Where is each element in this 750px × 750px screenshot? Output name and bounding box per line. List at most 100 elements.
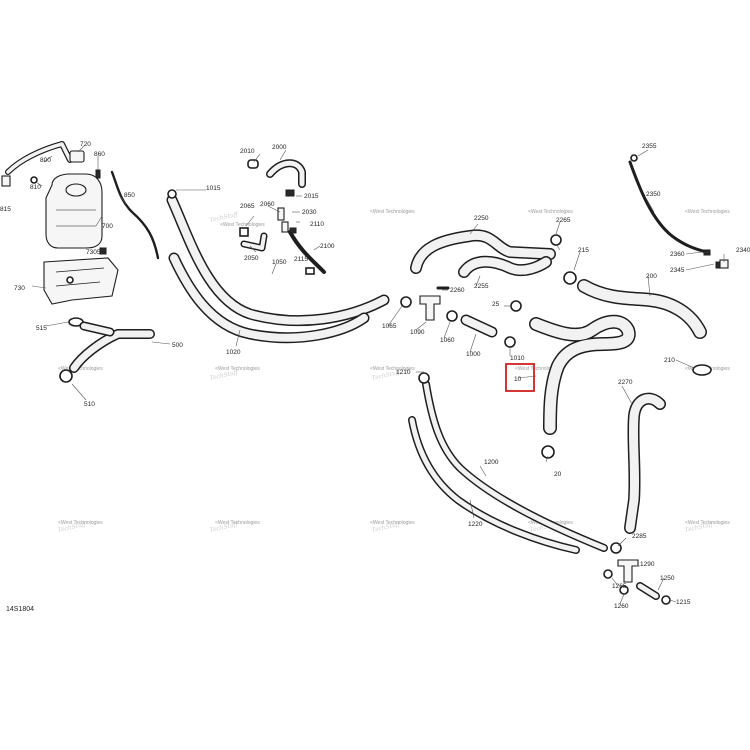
clamp-2110[interactable] xyxy=(289,227,297,234)
label-7305[interactable]: 7305 xyxy=(86,249,101,256)
label-1250[interactable]: 1250 xyxy=(660,575,675,582)
label-850[interactable]: 850 xyxy=(124,192,135,199)
clamp-210[interactable] xyxy=(692,364,712,376)
clamp-2065[interactable] xyxy=(239,227,249,237)
watermark: TechStuff<West Technologies xyxy=(57,520,103,534)
clamp-215[interactable] xyxy=(563,271,577,285)
fitting-2355[interactable] xyxy=(630,154,638,162)
label-1000[interactable]: 1000 xyxy=(466,351,481,358)
fitting-815[interactable] xyxy=(1,175,11,187)
label-2100[interactable]: 2100 xyxy=(320,243,335,250)
label-2110[interactable]: 2110 xyxy=(310,221,324,228)
label-200[interactable]: 200 xyxy=(646,273,657,280)
clamp-20[interactable] xyxy=(541,445,555,459)
label-1210[interactable]: 1210 xyxy=(396,369,411,376)
label-1090[interactable]: 1090 xyxy=(410,329,425,336)
tee-1090[interactable] xyxy=(419,295,441,321)
fitting-2360[interactable] xyxy=(703,249,711,256)
label-2270[interactable]: 2270 xyxy=(618,379,633,386)
label-2255[interactable]: 2255 xyxy=(474,283,489,290)
label-1220[interactable]: 1220 xyxy=(468,521,483,528)
label-2050[interactable]: 2050 xyxy=(244,255,259,262)
clamp-1060[interactable] xyxy=(446,310,458,322)
label-2355[interactable]: 2355 xyxy=(642,143,657,150)
valve-860[interactable] xyxy=(95,169,101,179)
clamp-2115[interactable] xyxy=(305,267,315,275)
label-20[interactable]: 20 xyxy=(554,471,562,478)
label-2060[interactable]: 2060 xyxy=(260,201,275,208)
label-2250[interactable]: 2250 xyxy=(474,215,489,222)
svg-text:<West Technologies: <West Technologies xyxy=(515,366,560,372)
clamp-1010[interactable] xyxy=(504,336,516,348)
label-810[interactable]: 810 xyxy=(30,184,41,191)
label-1200[interactable]: 1200 xyxy=(484,459,499,466)
label-860[interactable]: 860 xyxy=(94,151,105,158)
svg-text:<West Technologies: <West Technologies xyxy=(528,209,573,215)
label-1020[interactable]: 1020 xyxy=(226,349,241,356)
label-1050[interactable]: 1050 xyxy=(272,259,287,266)
label-720[interactable]: 720 xyxy=(80,141,91,148)
fitting-2030[interactable] xyxy=(281,221,289,233)
clamp-1265[interactable] xyxy=(603,569,613,579)
label-2265[interactable]: 2265 xyxy=(556,217,571,224)
hose-850[interactable] xyxy=(110,170,160,260)
label-815[interactable]: 815 xyxy=(0,206,11,213)
clamp-1065[interactable] xyxy=(400,296,412,308)
clamp-2265[interactable] xyxy=(550,234,562,246)
label-2345[interactable]: 2345 xyxy=(670,267,685,274)
clamp-2345[interactable] xyxy=(715,261,721,269)
label-2260[interactable]: 2260 xyxy=(450,287,465,294)
clamp-2010[interactable] xyxy=(247,159,259,169)
label-1065[interactable]: 1065 xyxy=(382,323,397,330)
reservoir-tank-700[interactable] xyxy=(45,173,103,249)
label-730[interactable]: 730 xyxy=(14,285,25,292)
label-1215[interactable]: 1215 xyxy=(676,599,691,606)
label-1290[interactable]: 1290 xyxy=(640,561,655,568)
right-upper-hoses xyxy=(410,154,729,534)
label-25[interactable]: 25 xyxy=(492,301,500,308)
label-1265[interactable]: 1265 xyxy=(612,583,627,590)
label-500[interactable]: 500 xyxy=(172,342,183,349)
bracket-730[interactable] xyxy=(43,257,119,305)
hose-2100[interactable] xyxy=(288,230,326,274)
label-2065[interactable]: 2065 xyxy=(240,203,255,210)
label-1010[interactable]: 1010 xyxy=(510,355,525,362)
center-hoses xyxy=(166,159,522,348)
hose-1200[interactable] xyxy=(422,380,608,552)
label-800[interactable]: 800 xyxy=(40,157,51,164)
clamp-1210[interactable] xyxy=(418,372,430,384)
label-2030[interactable]: 2030 xyxy=(302,209,317,216)
fitting-2060[interactable] xyxy=(277,207,285,221)
lower-hoses xyxy=(408,372,671,605)
label-10[interactable]: 10 xyxy=(514,376,522,383)
clamp-810[interactable] xyxy=(30,176,38,184)
label-2285[interactable]: 2285 xyxy=(632,533,647,540)
label-2010[interactable]: 2010 xyxy=(240,148,255,155)
fitting-1015[interactable] xyxy=(167,189,177,199)
label-1015[interactable]: 1015 xyxy=(206,185,221,192)
clamp-510[interactable] xyxy=(59,369,73,383)
tee-1290[interactable] xyxy=(617,559,639,583)
svg-text:<West Technologies: <West Technologies xyxy=(685,209,730,215)
label-215[interactable]: 215 xyxy=(578,247,589,254)
label-1260[interactable]: 1260 xyxy=(614,603,629,610)
cap-720[interactable] xyxy=(69,150,85,163)
label-700[interactable]: 700 xyxy=(102,223,113,230)
hose-800[interactable] xyxy=(5,141,73,175)
clamp-1215[interactable] xyxy=(661,595,671,605)
clamp-25[interactable] xyxy=(510,300,522,312)
svg-text:<West Technologies: <West Technologies xyxy=(370,520,415,526)
label-515[interactable]: 515 xyxy=(36,325,47,332)
label-2000[interactable]: 2000 xyxy=(272,144,287,151)
label-2115[interactable]: 2115 xyxy=(294,256,308,263)
label-2360[interactable]: 2360 xyxy=(670,251,685,258)
label-2340[interactable]: 2340 xyxy=(736,247,750,254)
label-2350[interactable]: 2350 xyxy=(646,191,661,198)
label-210[interactable]: 210 xyxy=(664,357,675,364)
label-1060[interactable]: 1060 xyxy=(440,337,455,344)
label-510[interactable]: 510 xyxy=(84,401,95,408)
clamp-2015[interactable] xyxy=(285,189,295,197)
label-2015[interactable]: 2015 xyxy=(304,193,319,200)
hose-2350[interactable] xyxy=(628,160,708,254)
clip-7305[interactable] xyxy=(99,247,107,255)
